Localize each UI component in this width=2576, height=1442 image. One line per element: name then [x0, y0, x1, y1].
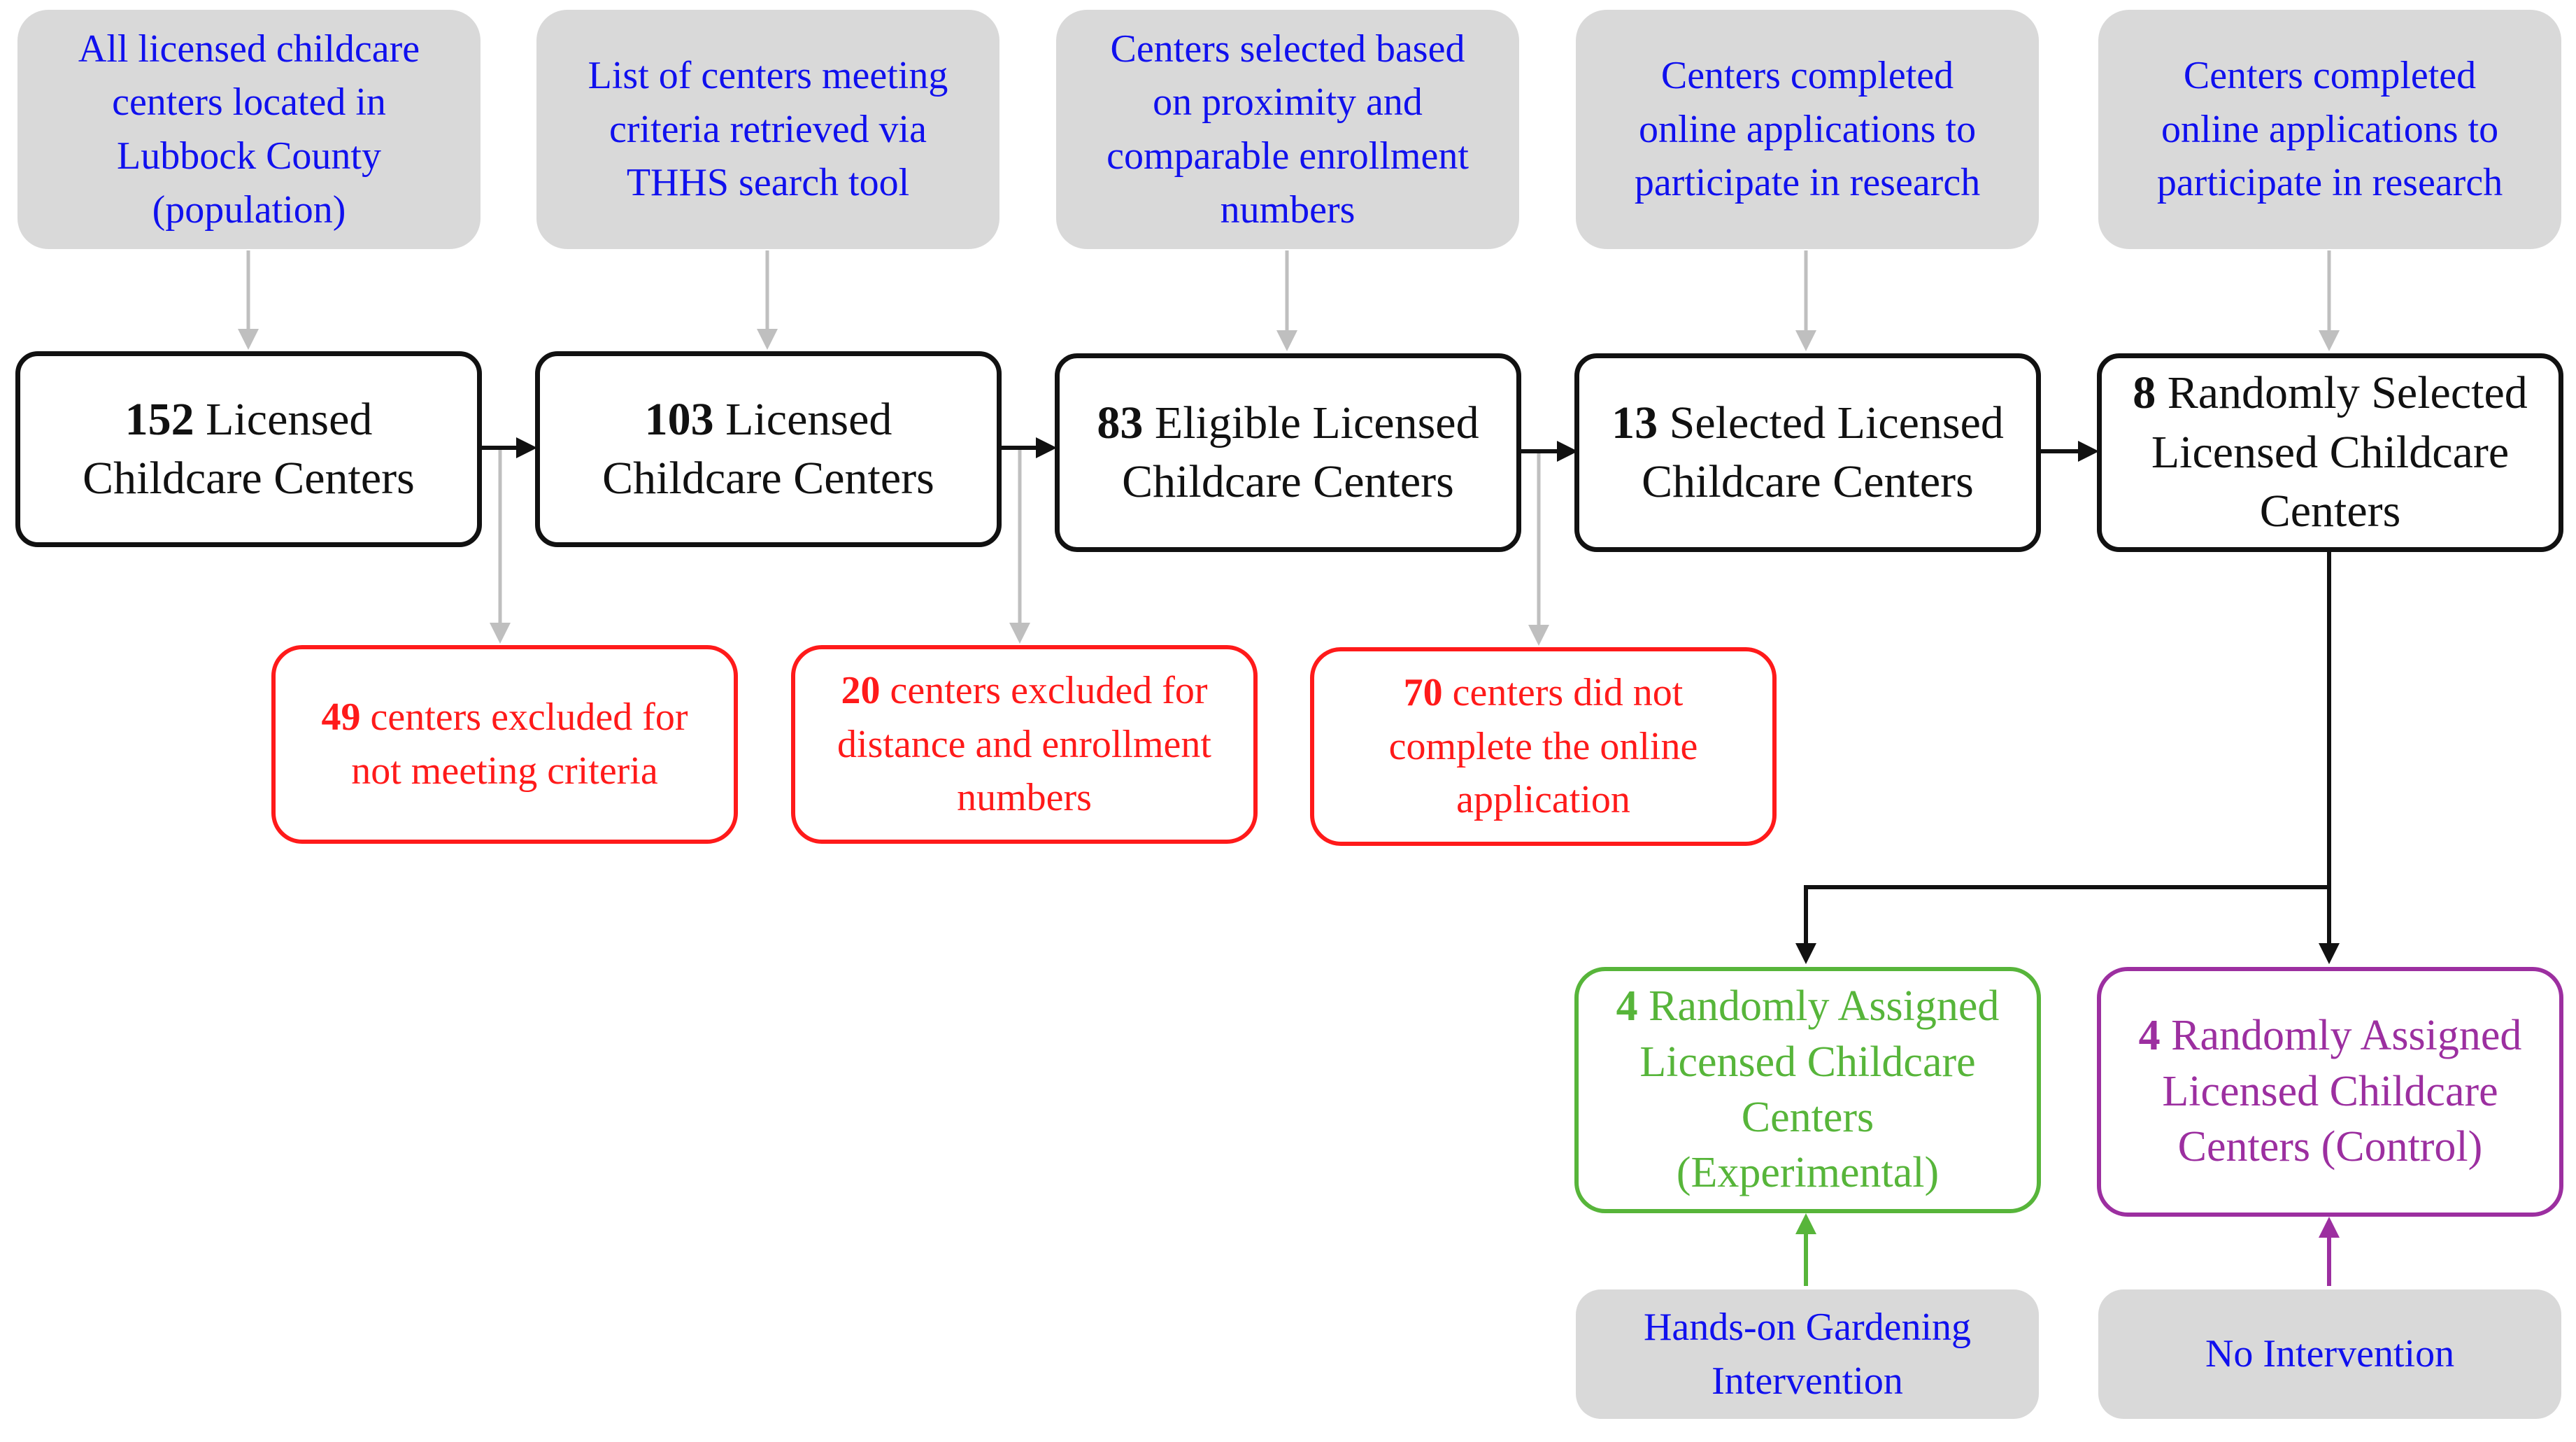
exclusion-3-text: 70 centers did not complete the online a…: [1314, 666, 1772, 827]
note-applications-final: Centers completed online applications to…: [2098, 10, 2561, 249]
stage-2-count: 103: [644, 393, 714, 445]
group-experimental: 4 Randomly Assigned Licensed Childcare C…: [1574, 967, 2041, 1213]
group-control-label: Randomly Assigned Licensed Childcare Cen…: [2162, 1012, 2522, 1171]
note-criteria-search-text: List of centers meeting criteria retriev…: [588, 53, 948, 205]
exclusion-2-count: 20: [841, 668, 881, 712]
stage-licensed-103: 103 Licensed Childcare Centers: [535, 351, 1002, 547]
stage-5-label: Randomly Selected Licensed Childcare Cen…: [2151, 367, 2528, 537]
note-proximity: Centers selected based on proximity and …: [1056, 10, 1519, 249]
exclusion-1-text: 49 centers excluded for not meeting crit…: [276, 691, 734, 798]
exclusion-1-count: 49: [321, 695, 361, 740]
stage-4-count: 13: [1611, 397, 1658, 448]
stage-3-text: 83 Eligible Licensed Childcare Centers: [1060, 394, 1516, 512]
note-applications: Centers completed online applications to…: [1576, 10, 2039, 249]
stage-5-text: 8 Randomly Selected Licensed Childcare C…: [2102, 364, 2559, 541]
exclusion-not-meeting-criteria: 49 centers excluded for not meeting crit…: [271, 645, 738, 844]
split-to-experimental: [1795, 885, 2329, 964]
stage-3-label: Eligible Licensed Childcare Centers: [1122, 397, 1479, 507]
group-control-text: 4 Randomly Assigned Licensed Childcare C…: [2101, 1008, 2559, 1175]
exclusion-2-label: centers excluded for distance and enroll…: [837, 668, 1211, 820]
exclusion-3-count: 70: [1403, 670, 1443, 714]
note-criteria-search: List of centers meeting criteria retriev…: [536, 10, 999, 249]
exclusion-no-application: 70 centers did not complete the online a…: [1310, 647, 1777, 846]
stage-random-8: 8 Randomly Selected Licensed Childcare C…: [2097, 353, 2563, 552]
exclusion-3-label: centers did not complete the online appl…: [1388, 670, 1698, 822]
stage-eligible-83: 83 Eligible Licensed Childcare Centers: [1055, 353, 1521, 552]
stage-4-label: Selected Licensed Childcare Centers: [1642, 397, 2004, 507]
note-applications-final-text: Centers completed online applications to…: [2156, 53, 2503, 205]
note-population: All licensed childcare centers located i…: [17, 10, 481, 249]
stage-licensed-152: 152 Licensed Childcare Centers: [15, 351, 482, 547]
exclusion-1-label: centers excluded for not meeting criteri…: [351, 695, 688, 793]
intervention-none-text: No Intervention: [2205, 1332, 2455, 1376]
group-experimental-label: Randomly Assigned Licensed Childcare Cen…: [1639, 982, 2000, 1197]
exclusion-distance-enrollment: 20 centers excluded for distance and enr…: [791, 645, 1258, 844]
note-population-text: All licensed childcare centers located i…: [78, 27, 420, 232]
intervention-none: No Intervention: [2098, 1289, 2561, 1419]
intervention-gardening-text: Hands-on Gardening Intervention: [1643, 1305, 1972, 1403]
group-experimental-text: 4 Randomly Assigned Licensed Childcare C…: [1579, 979, 2037, 1201]
stage-2-text: 103 Licensed Childcare Centers: [540, 390, 997, 509]
group-control-count: 4: [2138, 1012, 2161, 1060]
stage-2-label: Licensed Childcare Centers: [602, 393, 934, 504]
intervention-gardening: Hands-on Gardening Intervention: [1576, 1289, 2039, 1419]
stage-4-text: 13 Selected Licensed Childcare Centers: [1579, 394, 2036, 512]
stage-1-label: Licensed Childcare Centers: [83, 393, 415, 504]
note-proximity-text: Centers selected based on proximity and …: [1106, 27, 1469, 232]
exclusion-2-text: 20 centers excluded for distance and enr…: [795, 664, 1253, 825]
stage-5-count: 8: [2133, 367, 2156, 419]
stage-1-text: 152 Licensed Childcare Centers: [20, 390, 477, 509]
group-experimental-count: 4: [1616, 982, 1638, 1031]
stage-selected-13: 13 Selected Licensed Childcare Centers: [1574, 353, 2041, 552]
note-applications-text: Centers completed online applications to…: [1634, 53, 1981, 205]
group-control: 4 Randomly Assigned Licensed Childcare C…: [2097, 967, 2563, 1217]
stage-3-count: 83: [1097, 397, 1144, 448]
stage-1-count: 152: [124, 393, 194, 445]
